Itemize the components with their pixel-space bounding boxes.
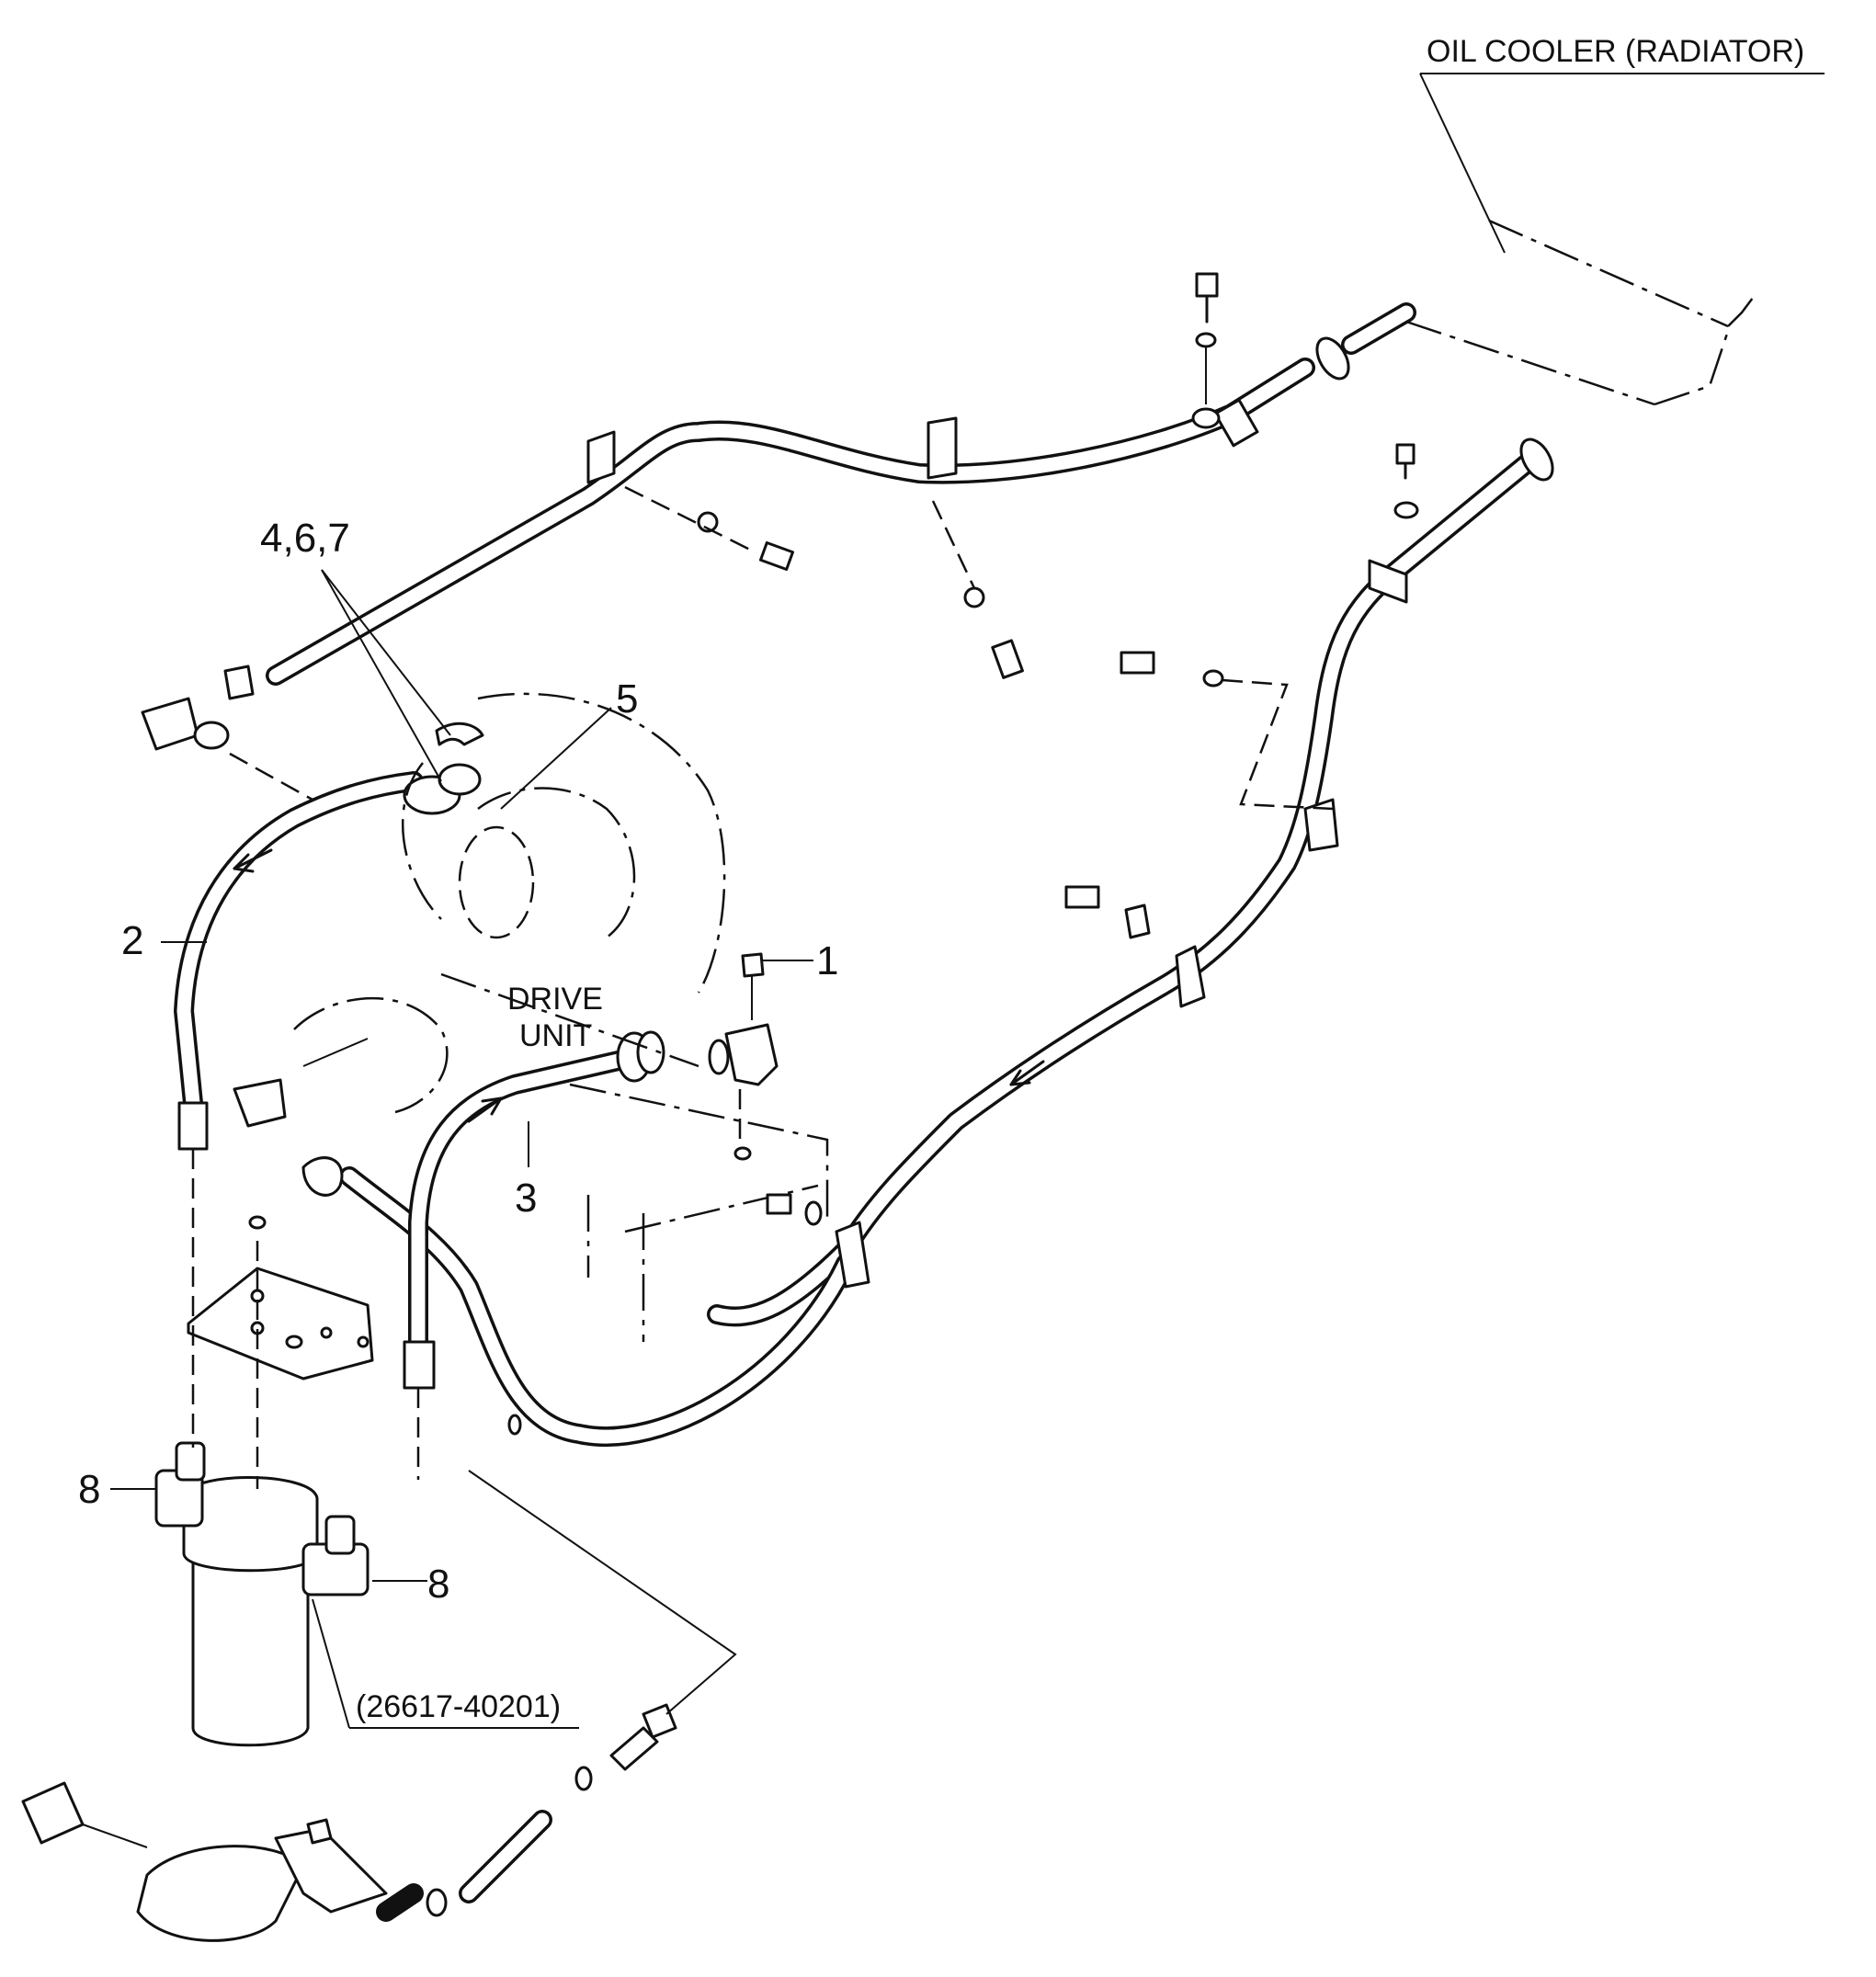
lower-supply-hose <box>339 437 1554 1448</box>
oil-cooler-outline <box>1405 73 1825 406</box>
callout-5: 5 <box>616 676 638 721</box>
callout-8-left: 8 <box>78 1467 100 1512</box>
callout-8-right: 8 <box>427 1562 449 1607</box>
callout-2: 2 <box>121 918 143 963</box>
drive-unit-label-line1: DRIVE <box>507 982 603 1017</box>
upper-return-hose <box>266 302 1416 686</box>
hose-3 <box>403 1030 665 1390</box>
part-number-label: (26617-40201) <box>356 1689 561 1724</box>
callout-1: 1 <box>816 938 838 983</box>
drive-unit-label-line2: UNIT <box>519 1018 592 1053</box>
hose-2 <box>174 721 484 1151</box>
callout-4-6-7: 4,6,7 <box>260 516 350 561</box>
leader-dash-lines <box>191 1089 742 1489</box>
callout-3: 3 <box>515 1176 537 1221</box>
oil-cooler-label: OIL COOLER (RADIATOR) <box>1427 34 1804 69</box>
drive-unit-outline <box>293 692 829 1342</box>
flow-arrows <box>233 848 1045 1123</box>
callout-leaders <box>110 569 813 1729</box>
oil-filter <box>154 1267 374 1747</box>
hardware <box>21 272 1419 1942</box>
fitting-1 <box>708 952 779 1086</box>
